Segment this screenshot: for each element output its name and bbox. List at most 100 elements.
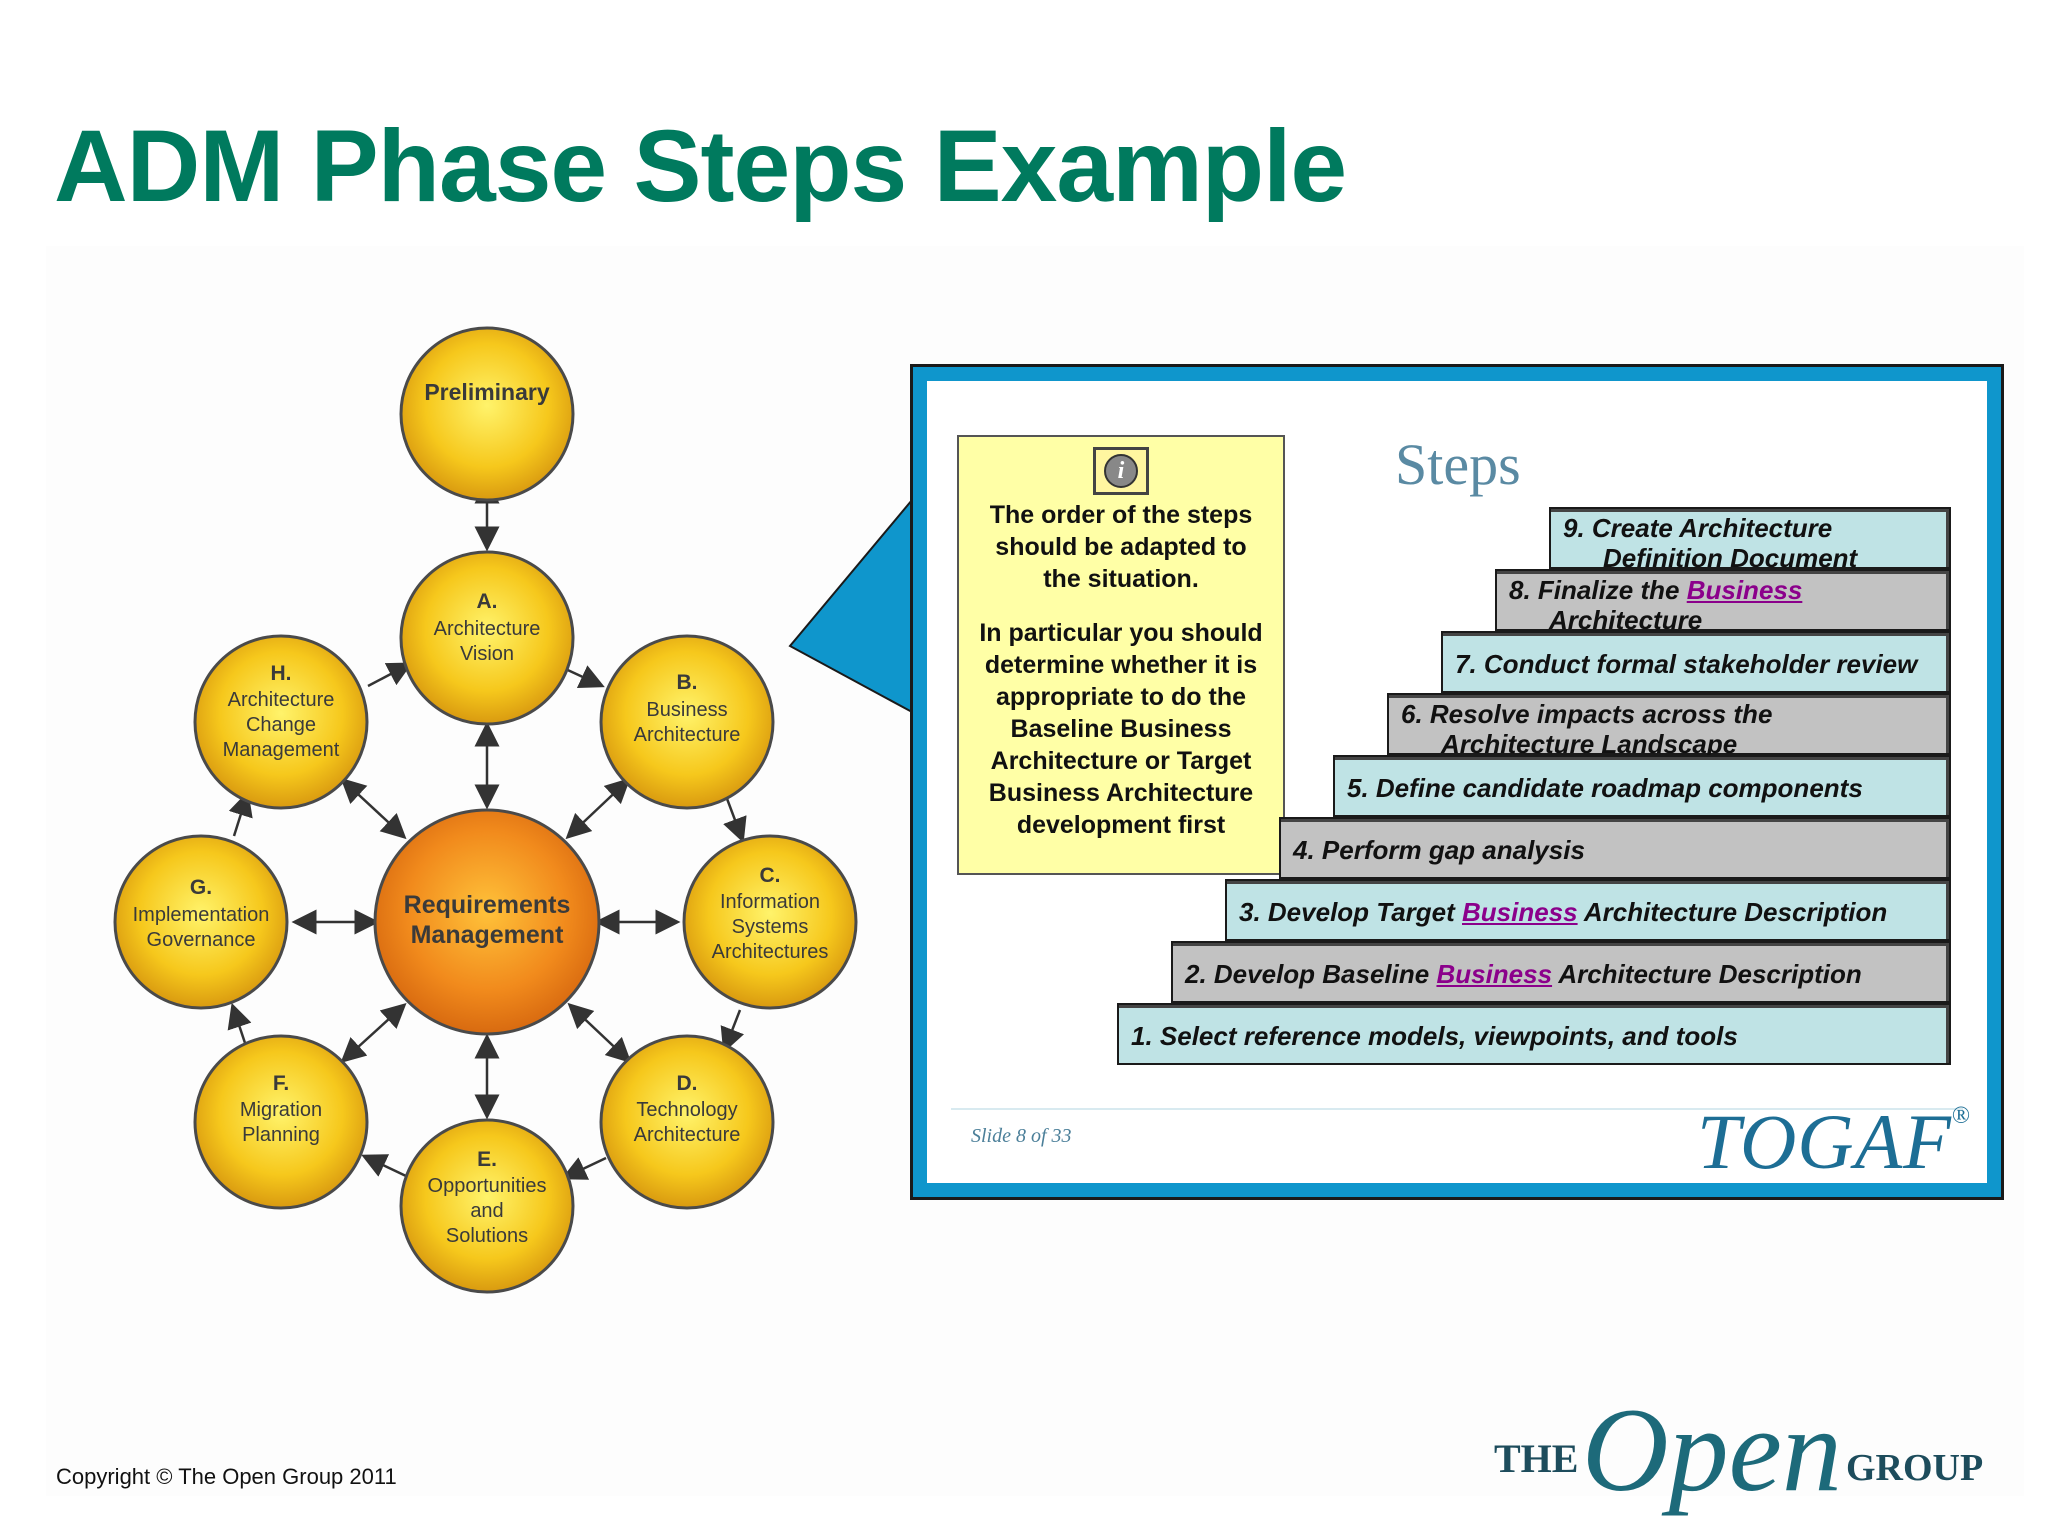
- phase-h-line1: Architecture: [228, 689, 335, 711]
- center-line2: Management: [411, 921, 564, 949]
- phase-a-line1: Architecture: [434, 618, 541, 640]
- page-title: ADM Phase Steps Example: [54, 109, 1347, 223]
- phase-a-letter: A.: [477, 590, 498, 613]
- phase-c-letter: C.: [760, 864, 781, 887]
- steps-slide: i The order of the steps should be adapt…: [910, 364, 2004, 1200]
- phase-e-line3: Solutions: [446, 1225, 528, 1247]
- phase-d-line1: Technology: [636, 1099, 737, 1121]
- arrow-e-f: [361, 1154, 407, 1178]
- phase-a-line2: Vision: [460, 643, 514, 665]
- phase-h-line3: Management: [223, 739, 340, 761]
- step-4-label: 4. Perform gap analysis: [1293, 835, 1585, 865]
- slide-number: Slide 8 of 33: [971, 1125, 1072, 1147]
- step-4: 4. Perform gap analysis: [1279, 817, 1951, 879]
- note-line: appropriate to do the: [996, 683, 1246, 711]
- step-7-label: 7. Conduct formal stakeholder review: [1455, 649, 1918, 679]
- arrow-c-d: [720, 1009, 744, 1053]
- business-link[interactable]: Business: [1462, 897, 1578, 927]
- arrow-f-center: [340, 1002, 407, 1064]
- note-line: Architecture or Target: [990, 747, 1252, 775]
- arrow-d-e: [561, 1156, 607, 1180]
- phase-a-circle: [399, 550, 575, 726]
- phase-h-circle: [193, 634, 369, 810]
- info-icon: i: [1093, 447, 1149, 495]
- phase-d-circle: [599, 1034, 775, 1210]
- step-5: 5. Define candidate roadmap components: [1333, 755, 1951, 817]
- logo-group: GROUP: [1846, 1447, 1983, 1489]
- arrow-g-h: [228, 790, 253, 837]
- phase-b-line1: Business: [646, 699, 727, 721]
- phase-g-line1: Implementation: [133, 904, 270, 926]
- requirements-management-circle: [373, 808, 601, 1036]
- arrow-h-center: [340, 777, 407, 840]
- note-box: i The order of the steps should be adapt…: [957, 435, 1285, 875]
- note-line: development first: [1016, 811, 1226, 839]
- note-line: Baseline Business: [1010, 715, 1232, 743]
- phase-d-letter: D.: [677, 1072, 698, 1095]
- phase-e-line2: and: [470, 1200, 503, 1222]
- arrow-b-center: [565, 777, 631, 840]
- phase-h-line2: Change: [246, 714, 316, 736]
- phase-e-letter: E.: [477, 1148, 497, 1171]
- phase-f-line1: Migration: [240, 1099, 322, 1121]
- logo-open: Open: [1582, 1383, 1842, 1516]
- note-line: In particular you should: [979, 619, 1263, 647]
- phase-c-line2: Systems: [732, 916, 809, 938]
- step-9: 9. Create Architecture Definition Docume…: [1549, 507, 1951, 573]
- togaf-logo: TOGAF®: [1697, 1098, 1972, 1183]
- phase-c-line3: Architectures: [712, 941, 829, 963]
- step-9-line1: 9. Create Architecture: [1563, 513, 1833, 543]
- arrow-f-g: [227, 1002, 252, 1047]
- step-8-line2: Architecture: [1549, 605, 1703, 635]
- phase-d-line2: Architecture: [634, 1124, 741, 1146]
- phase-c-line1: Information: [720, 891, 820, 913]
- step-3-label: 3. Develop Target Business Architecture …: [1239, 897, 1888, 927]
- note-line: Business Architecture: [988, 779, 1254, 807]
- step-2-label: 2. Develop Baseline Business Architectur…: [1185, 959, 1862, 989]
- step-1-label: 1. Select reference models, viewpoints, …: [1131, 1021, 1738, 1051]
- phase-b-circle: [599, 634, 775, 810]
- phase-g-circle: [113, 834, 289, 1010]
- note-line: The order of the steps: [989, 501, 1253, 529]
- business-link[interactable]: Business: [1436, 959, 1553, 989]
- adm-cycle-diagram: Preliminary A. Architecture Vision B. Bu…: [113, 326, 858, 1294]
- note-line: the situation.: [1043, 565, 1199, 593]
- steps-title: Steps: [1395, 432, 1521, 497]
- slide-footer-divider: [951, 1108, 1963, 1110]
- phase-g-line2: Governance: [147, 929, 256, 951]
- preliminary-label: Preliminary: [424, 379, 549, 405]
- phase-b-letter: B.: [677, 671, 698, 694]
- business-link[interactable]: Business: [1686, 575, 1803, 605]
- step-2: 2. Develop Baseline Business Architectur…: [1171, 941, 1951, 1003]
- note-line: determine whether it is: [984, 651, 1258, 679]
- step-6-line2: Architecture Landscape: [1441, 729, 1738, 759]
- preliminary-circle: [399, 326, 575, 502]
- phase-g-letter: G.: [190, 876, 212, 899]
- step-6: 6. Resolve impacts across the Architectu…: [1387, 693, 1951, 759]
- phase-e-circle: [399, 1118, 575, 1294]
- logo-the: THE: [1494, 1436, 1578, 1481]
- step-8: 8. Finalize the Business Architecture: [1495, 569, 1951, 635]
- copyright-notice: Copyright © The Open Group 2011: [56, 1464, 397, 1489]
- phase-h-letter: H.: [271, 662, 292, 685]
- step-3: 3. Develop Target Business Architecture …: [1225, 879, 1951, 941]
- step-1: 1. Select reference models, viewpoints, …: [1117, 1003, 1951, 1065]
- arrow-h-a: [367, 662, 413, 688]
- step-5-label: 5. Define candidate roadmap components: [1347, 773, 1863, 803]
- open-group-logo: THE Open GROUP: [1494, 1383, 1983, 1516]
- phase-f-letter: F.: [273, 1072, 289, 1095]
- callout-pointer: [788, 497, 913, 714]
- phase-f-circle: [193, 1034, 369, 1210]
- step-6-line1: 6. Resolve impacts across the: [1401, 699, 1773, 729]
- phase-b-line2: Architecture: [634, 724, 741, 746]
- phase-e-line1: Opportunities: [428, 1175, 547, 1197]
- steps-slide-body: i The order of the steps should be adapt…: [927, 381, 1987, 1183]
- center-line1: Requirements: [404, 891, 571, 919]
- arrow-d-center: [567, 1002, 632, 1064]
- phase-f-line2: Planning: [242, 1124, 320, 1146]
- arrow-b-c: [723, 795, 747, 844]
- step-9-line2: Definition Document: [1603, 543, 1858, 573]
- note-line: should be adapted to: [995, 533, 1247, 561]
- phase-c-circle: [682, 834, 858, 1010]
- cycle-connectors: [227, 478, 747, 1180]
